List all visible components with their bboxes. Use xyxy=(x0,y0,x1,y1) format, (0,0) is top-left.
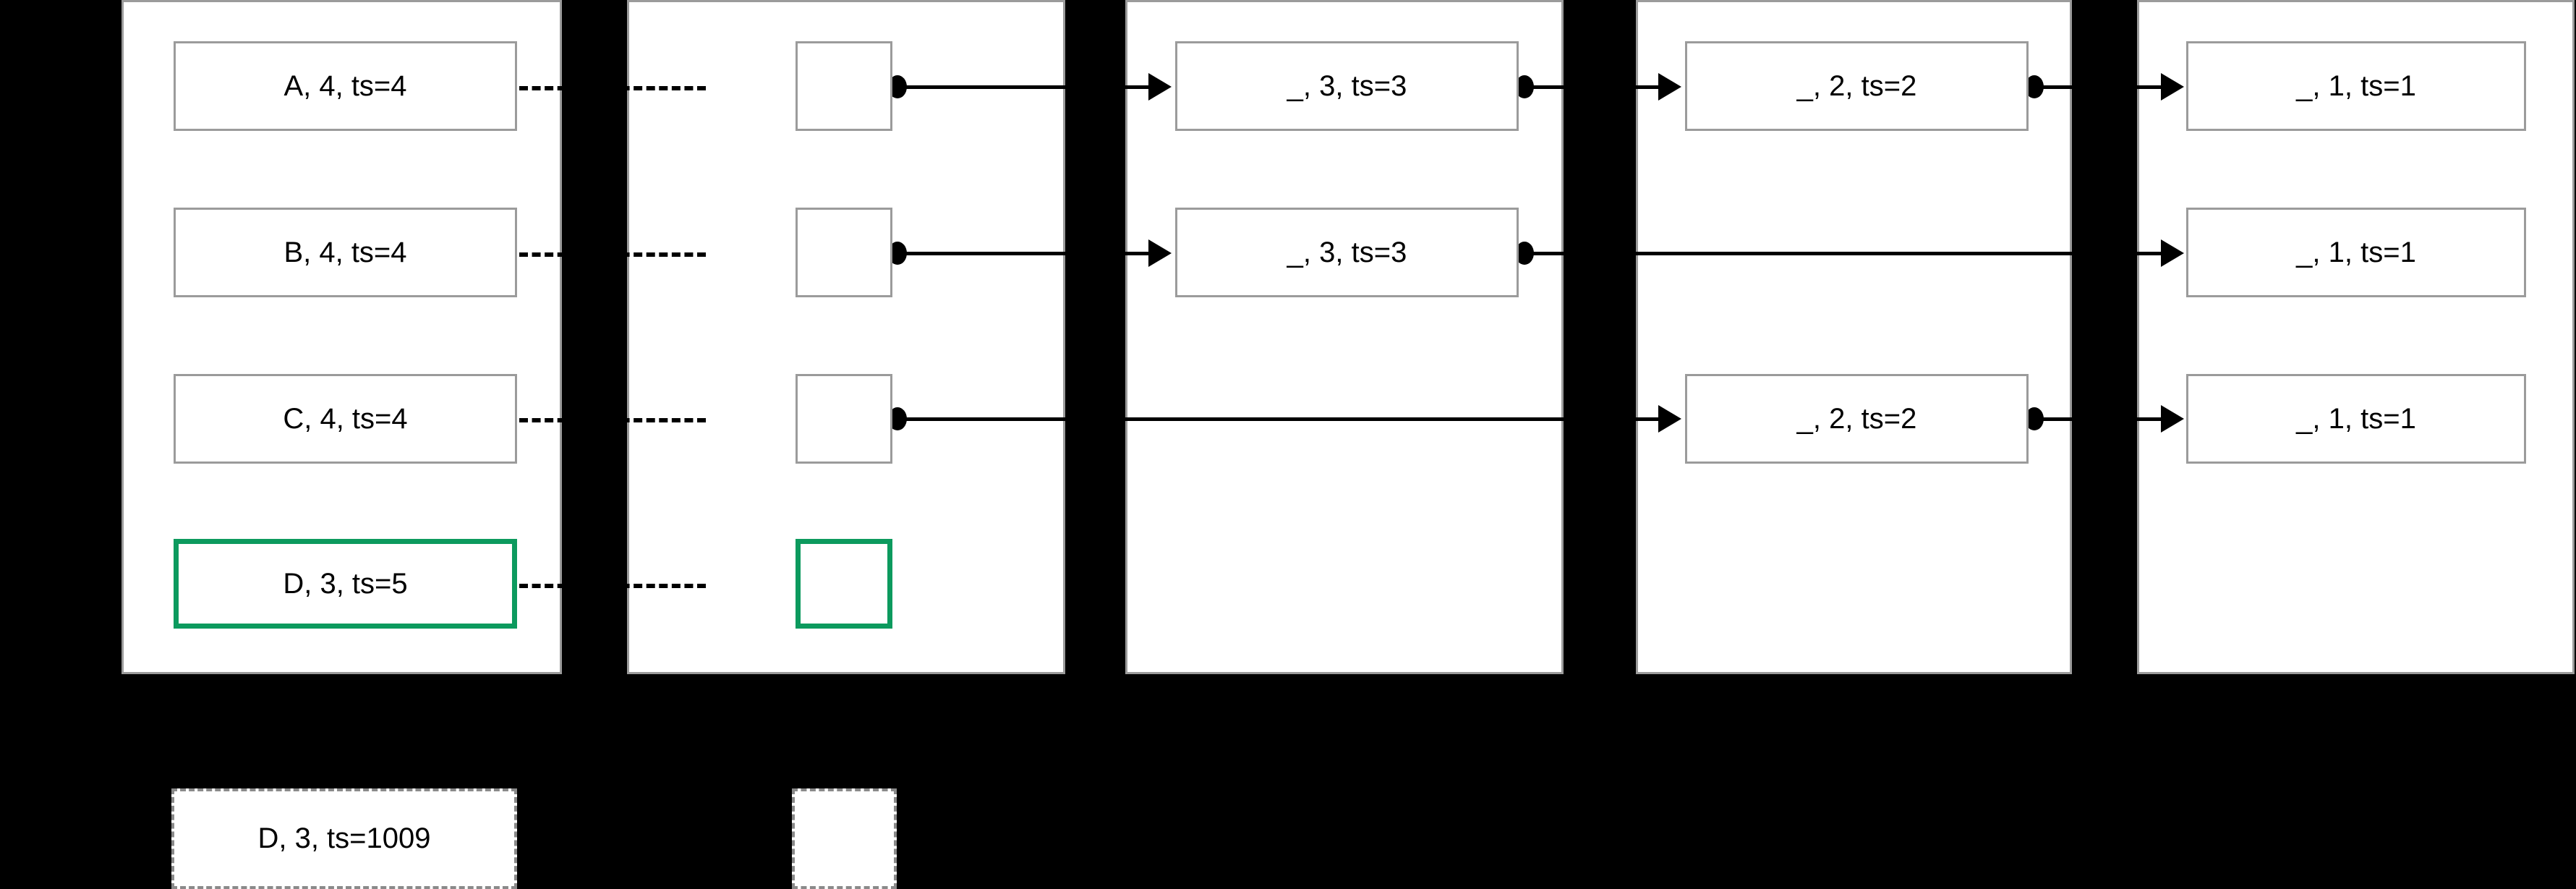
edge-dashed-row2-col1-col2 xyxy=(519,252,706,257)
legend-box-empty[interactable] xyxy=(792,788,897,889)
arrowhead-row1-col3 xyxy=(1148,73,1172,101)
arrowhead-row2-col3 xyxy=(1148,239,1172,267)
edge-solid-row1-col4-col5 xyxy=(2038,85,2161,89)
edge-dashed-row4-col1-col2 xyxy=(519,584,706,588)
edge-solid-row1-col3-col4 xyxy=(1528,85,1658,89)
edge-solid-row3-col4-col5 xyxy=(2038,417,2161,421)
node-col1-row4[interactable]: D, 3, ts=5 xyxy=(174,539,517,629)
node-col3-row1[interactable]: _, 3, ts=3 xyxy=(1175,41,1519,131)
node-col1-row2[interactable]: B, 4, ts=4 xyxy=(174,208,517,297)
edge-solid-row1-col2-col3 xyxy=(901,85,1148,89)
node-col2-row4[interactable] xyxy=(796,539,892,629)
edge-solid-row2-col3-col5 xyxy=(1528,252,2161,255)
node-col4-row1[interactable]: _, 2, ts=2 xyxy=(1685,41,2029,131)
node-col5-row1[interactable]: _, 1, ts=1 xyxy=(2186,41,2526,131)
arrowhead-row1-col5 xyxy=(2161,73,2184,101)
edge-solid-row2-col2-col3 xyxy=(901,252,1148,255)
node-col2-row1[interactable] xyxy=(796,41,892,131)
edge-dashed-row1-col1-col2 xyxy=(519,86,706,90)
node-col2-row2[interactable] xyxy=(796,208,892,297)
edge-dashed-row3-col1-col2 xyxy=(519,418,706,422)
node-col5-row2[interactable]: _, 1, ts=1 xyxy=(2186,208,2526,297)
arrowhead-row2-col5 xyxy=(2161,239,2184,267)
node-col1-row3[interactable]: C, 4, ts=4 xyxy=(174,374,517,464)
node-col1-row1[interactable]: A, 4, ts=4 xyxy=(174,41,517,131)
node-col3-row2[interactable]: _, 3, ts=3 xyxy=(1175,208,1519,297)
node-col2-row3[interactable] xyxy=(796,374,892,464)
edge-solid-row3-col2-col4 xyxy=(901,417,1658,421)
arrowhead-row3-col4 xyxy=(1658,405,1681,433)
legend-box-labeled[interactable]: D, 3, ts=1009 xyxy=(171,788,517,889)
node-col4-row3[interactable]: _, 2, ts=2 xyxy=(1685,374,2029,464)
node-col5-row3[interactable]: _, 1, ts=1 xyxy=(2186,374,2526,464)
arrowhead-row1-col4 xyxy=(1658,73,1681,101)
arrowhead-row3-col5 xyxy=(2161,405,2184,433)
